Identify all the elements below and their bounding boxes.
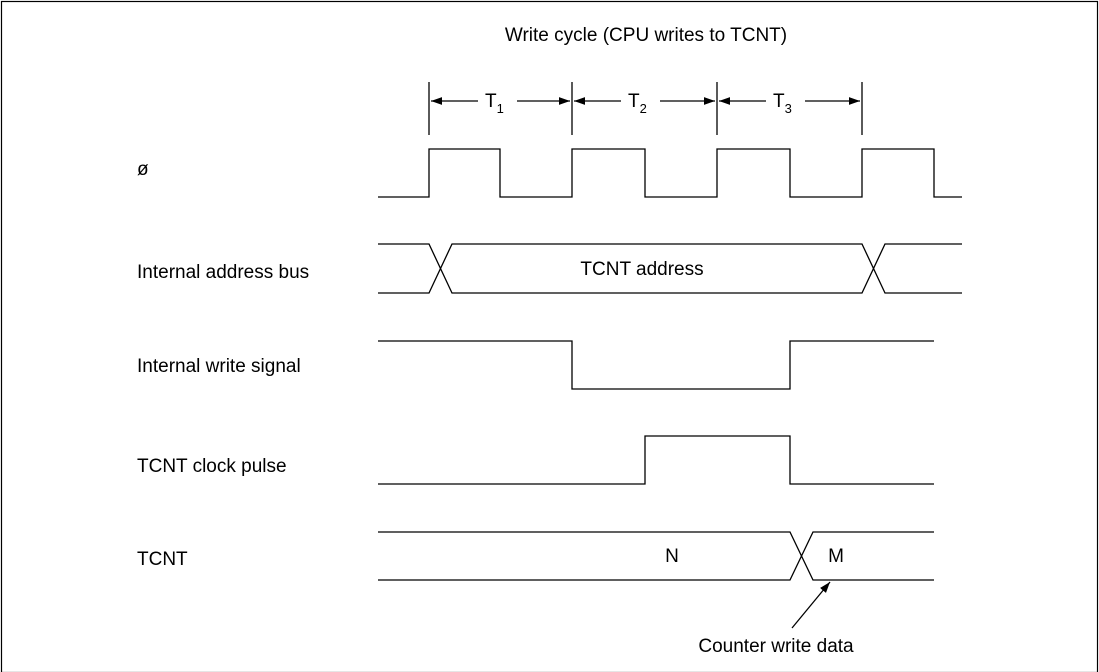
t3-label: T3 (773, 91, 792, 116)
t1-label: T1 (485, 91, 504, 116)
tcnt-old-value: N (665, 546, 679, 567)
clock-pulse-waveform (378, 435, 934, 485)
address-bus-value: TCNT address (580, 259, 703, 280)
address-bus-label: Internal address bus (137, 262, 309, 283)
t-state-markers: T1 T2 T3 (428, 82, 863, 135)
write-signal-waveform (378, 340, 934, 390)
phi-label: ø (137, 159, 149, 180)
write-signal-label: Internal write signal (137, 356, 301, 377)
diagram-title: Write cycle (CPU writes to TCNT) (505, 25, 787, 46)
tcnt-label: TCNT (137, 549, 188, 570)
tcnt-waveform (378, 531, 934, 581)
address-bus-waveform (378, 243, 962, 294)
tcnt-new-value: M (828, 546, 844, 567)
t2-label: T2 (628, 91, 647, 116)
counter-write-arrow (791, 581, 831, 629)
counter-write-annotation: Counter write data (698, 636, 854, 657)
phi-clock-waveform (378, 148, 962, 198)
clock-pulse-label: TCNT clock pulse (137, 456, 287, 477)
